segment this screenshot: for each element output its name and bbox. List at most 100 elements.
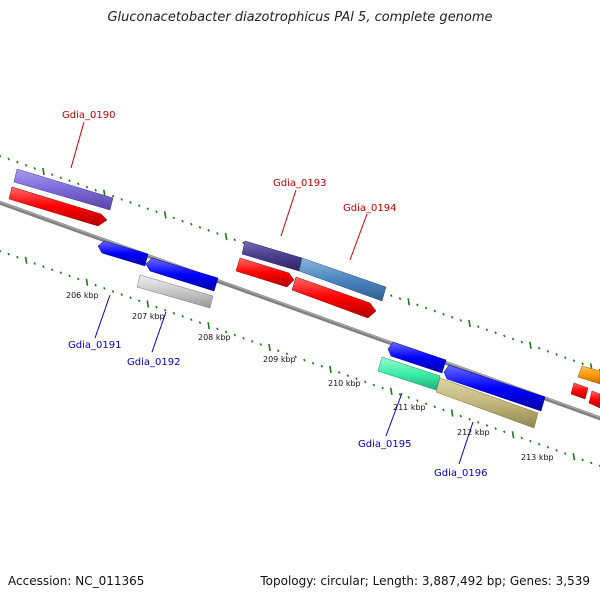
major-tick — [450, 409, 454, 417]
minor-tick — [537, 442, 541, 446]
feature-edge-red-1 — [570, 382, 589, 400]
genome-backbone-highlight — [0, 201, 600, 418]
minor-tick — [181, 314, 184, 318]
feature-edge-red-2 — [588, 390, 600, 409]
minor-tick — [7, 157, 10, 161]
feature-edge-orange — [577, 365, 600, 385]
minor-tick — [233, 333, 237, 337]
minor-tick — [285, 352, 289, 356]
minor-tick — [355, 377, 358, 381]
minor-tick — [433, 405, 437, 409]
minor-tick — [216, 327, 219, 331]
minor-tick — [111, 290, 115, 293]
gene-label-gdia-0194: Gdia_0194 — [343, 203, 396, 214]
minor-tick — [416, 399, 419, 403]
minor-tick — [33, 167, 37, 170]
minor-tick — [520, 436, 524, 440]
minor-tick — [216, 232, 219, 235]
minor-tick — [468, 417, 471, 421]
minor-tick — [572, 359, 576, 363]
major-tick — [389, 387, 393, 395]
feature-gdia-0194-cds — [291, 276, 377, 319]
gene-labels: Gdia_0190 Gdia_0193 Gdia_0194 Gdia_0191 … — [62, 110, 487, 479]
minor-tick — [172, 311, 176, 315]
minor-tick — [320, 364, 324, 368]
minor-tick — [68, 274, 71, 278]
minor-tick — [137, 204, 141, 207]
minor-tick — [546, 350, 550, 353]
major-tick — [42, 167, 45, 176]
minor-tick — [476, 325, 480, 328]
major-tick — [329, 365, 332, 374]
genome-summary-text: Topology: circular; Length: 3,887,492 bp… — [260, 574, 590, 588]
kbp-label: 212 kbp — [457, 428, 490, 437]
kbp-scale: 206 kbp 207 kbp 208 kbp 209 kbp 210 kbp … — [66, 291, 554, 462]
major-tick — [207, 322, 211, 330]
minor-tick — [120, 293, 124, 296]
minor-tick — [155, 210, 158, 214]
minor-tick — [424, 306, 428, 310]
major-tick — [163, 211, 167, 219]
minor-tick — [398, 392, 402, 396]
minor-tick — [50, 268, 54, 272]
minor-tick — [68, 179, 71, 183]
kbp-label: 213 kbp — [521, 453, 554, 462]
major-tick — [146, 300, 150, 308]
minor-tick — [242, 336, 245, 340]
gene-label-gdia-0192: Gdia_0192 — [127, 357, 180, 368]
minor-tick — [485, 424, 489, 427]
feature-gdia-0192-gray — [136, 274, 214, 309]
minor-tick — [442, 312, 445, 316]
minor-tick — [485, 328, 489, 332]
minor-tick — [85, 185, 89, 189]
minor-tick — [163, 308, 167, 312]
minor-tick — [529, 439, 532, 443]
minor-tick — [190, 318, 193, 322]
leader-gdia-0194 — [349, 213, 368, 261]
minor-tick — [137, 299, 141, 303]
minor-tick — [181, 219, 184, 223]
minor-tick — [233, 238, 237, 242]
minor-tick — [190, 222, 193, 226]
minor-tick — [590, 461, 593, 465]
minor-tick — [424, 402, 428, 406]
minor-tick — [459, 414, 463, 418]
major-tick — [268, 343, 271, 352]
major-tick — [468, 319, 471, 328]
leader-gdia-0190 — [70, 121, 85, 169]
minor-tick — [546, 445, 550, 449]
minor-tick — [129, 201, 132, 204]
kbp-label: 206 kbp — [66, 291, 99, 300]
minor-tick — [103, 287, 106, 290]
major-tick — [511, 431, 515, 439]
gene-label-gdia-0191: Gdia_0191 — [68, 340, 121, 351]
minor-tick — [563, 452, 567, 455]
minor-tick — [511, 337, 515, 341]
kbp-label: 209 kbp — [263, 355, 296, 364]
minor-tick — [416, 303, 419, 307]
minor-tick — [94, 188, 97, 192]
feature-gdia-0193-cds — [235, 257, 295, 288]
minor-tick — [398, 297, 402, 301]
feature-gdia-0190-cds — [8, 186, 108, 227]
minor-tick — [581, 458, 584, 462]
feature-gdia-0192-cds — [145, 257, 219, 292]
minor-tick — [450, 315, 454, 319]
map-title: Gluconacetobacter diazotrophicus PAl 5, … — [107, 10, 493, 25]
major-tick — [224, 232, 228, 241]
minor-tick — [303, 358, 306, 362]
minor-tick — [224, 330, 228, 334]
leader-gdia-0192 — [151, 311, 167, 353]
minor-tick — [555, 449, 558, 452]
accession-text: Accession: NC_011365 — [8, 574, 145, 588]
minor-tick — [76, 182, 80, 186]
minor-tick — [259, 343, 263, 346]
minor-tick — [155, 305, 158, 309]
major-tick — [572, 453, 576, 461]
feature-gdia-0195-cds — [387, 341, 447, 374]
minor-tick — [503, 430, 506, 434]
minor-tick — [381, 386, 384, 390]
minor-tick — [7, 252, 10, 256]
minor-tick — [459, 319, 463, 322]
